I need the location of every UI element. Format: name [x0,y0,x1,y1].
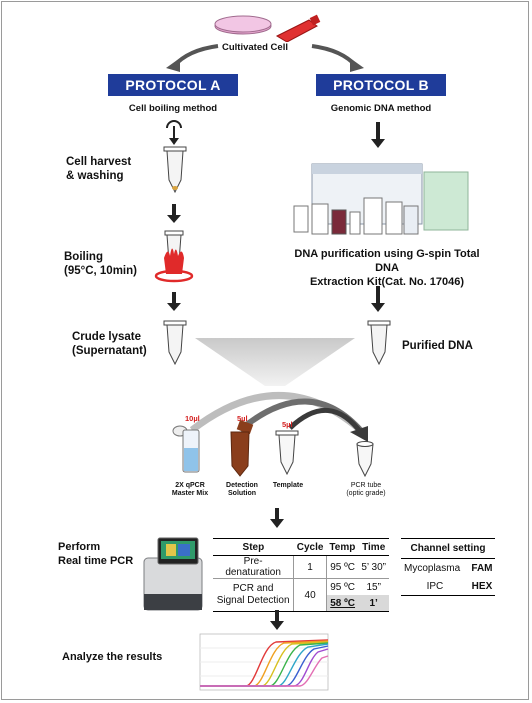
cycle-cell: 40 [293,578,327,612]
reagent-volume: 10µl [185,414,200,423]
arrow-down-icon [167,292,181,311]
lysate-tube-icon [163,320,187,366]
channel-dye: HEX [468,577,495,596]
template-tube-icon [275,430,299,476]
step-cell: PCR and Signal Detection [213,578,294,612]
merge-funnel [195,338,355,386]
arrow-down-icon [270,508,284,528]
extraction-kit-illustration [293,163,469,235]
time-cell: 5’ 30” [361,561,387,573]
channel-dye: FAM [471,562,493,574]
culture-vessels-illustration [214,14,321,42]
cycling-table: Step Cycle Temp Time Pre-denaturation 1 … [213,538,389,612]
arrow-down-icon [371,122,385,148]
arrow-down-icon [167,204,181,223]
cycle-cell: 1 [293,555,327,579]
step-cell: Pre-denaturation [225,556,281,578]
reagent-label: Template [272,482,304,489]
col-header: Step [213,538,294,556]
split-arrows [166,44,364,72]
real-time-pcr-instrument [143,537,203,611]
purified-tube-icon [367,320,391,366]
time-cell-highlight: 1’ [358,595,389,612]
rotate-arrow-icon [166,120,182,145]
step-boiling: Boiling (95°C, 10min) [64,251,137,277]
step-cell-harvest: Cell harvest & washing [66,156,132,182]
step-purified-dna: Purified DNA [402,340,473,352]
boiling-tube-icon [154,230,194,283]
arrow-down-icon [371,286,385,312]
protocol-a-header: PROTOCOL A [108,74,238,96]
step-crude-lysate: Crude lysate (Supernatant) [72,331,147,357]
amplification-curves-plot [199,633,329,691]
channel-target: IPC [401,577,469,596]
analyze-label: Analyze the results [62,651,163,663]
transfer-arrows [189,392,368,442]
channel-target: Mycoplasma [404,562,461,574]
detection-solution-tube-icon [230,420,254,477]
reagent-label: Detection Solution [226,482,258,497]
reagent-volume: 5µl [282,420,293,429]
temp-cell: 95 ºC [325,578,359,595]
master-mix-tube-icon [172,425,200,473]
reagent-label: 2X qPCR Master Mix [171,482,209,497]
channel-header: Channel setting [401,538,495,559]
channel-table: Channel setting Mycoplasma FAM IPC HEX [401,538,495,596]
temp-cell: 95 ºC [325,555,359,579]
protocol-a-method: Cell boiling method [128,103,218,114]
purification-step: DNA purification using G-spin Total DNA … [294,248,480,288]
temp-cell-highlight: 58 ºC [325,595,359,612]
pcr-tube-icon [356,441,374,478]
arrow-down-icon [270,610,284,630]
col-header: Temp [326,538,359,556]
source-label: Cultivated Cell [222,42,288,53]
harvest-tube-icon [163,146,187,194]
col-header: Time [358,538,389,556]
col-header: Cycle [293,538,327,556]
reagent-volume: 5µl [237,414,248,423]
time-cell: 15” [366,581,381,593]
protocol-b-header: PROTOCOL B [316,74,446,96]
perform-pcr-label: Perform Real time PCR [58,541,134,567]
protocol-b-method: Genomic DNA method [330,103,432,114]
reagent-label: PCR tube (optic grade) [346,482,386,497]
